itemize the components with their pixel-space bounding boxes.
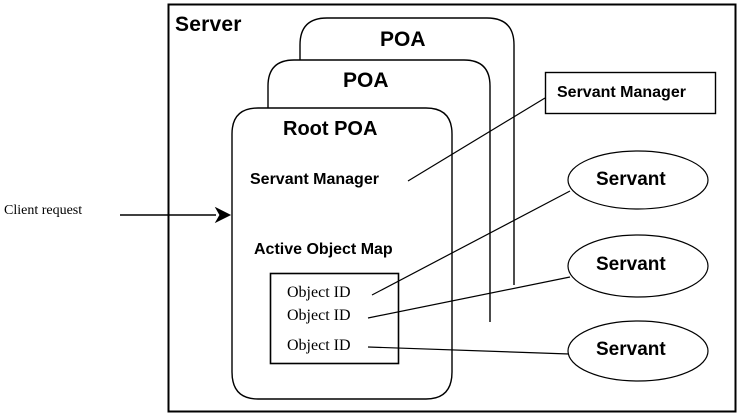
servant-ellipse-1 (567, 150, 709, 210)
root-poa-servant-manager-label: Servant Manager (250, 171, 379, 188)
servant-manager-box-label: Servant Manager (557, 84, 686, 101)
active-object-map-label: Active Object Map (254, 241, 393, 258)
client-request-label: Client request (4, 203, 83, 218)
server-label: Server (175, 13, 242, 36)
servant-label-1: Servant (596, 169, 666, 190)
object-id-row-3: Object ID (287, 337, 351, 354)
poa-back-label: POA (380, 28, 426, 51)
servant-label-2: Servant (596, 254, 666, 275)
connector-object-id-3 (367, 346, 570, 355)
arrow-right-icon (214, 206, 232, 224)
poa-root-label: Root POA (283, 118, 378, 140)
object-id-row-2: Object ID (287, 307, 351, 324)
servant-ellipse-2 (567, 234, 709, 298)
servant-label-3: Servant (596, 339, 666, 360)
servant-ellipse-3 (567, 320, 709, 382)
servant-manager-box-rect (544, 71, 717, 115)
poa-middle-label: POA (343, 69, 389, 92)
connector-object-id-1 (371, 190, 571, 296)
object-id-row-1: Object ID (287, 284, 351, 301)
connector-servant-manager (407, 97, 546, 182)
server-boundary-rect (167, 3, 737, 413)
connector-object-id-2 (367, 276, 571, 319)
active-object-map-rect (269, 272, 400, 365)
